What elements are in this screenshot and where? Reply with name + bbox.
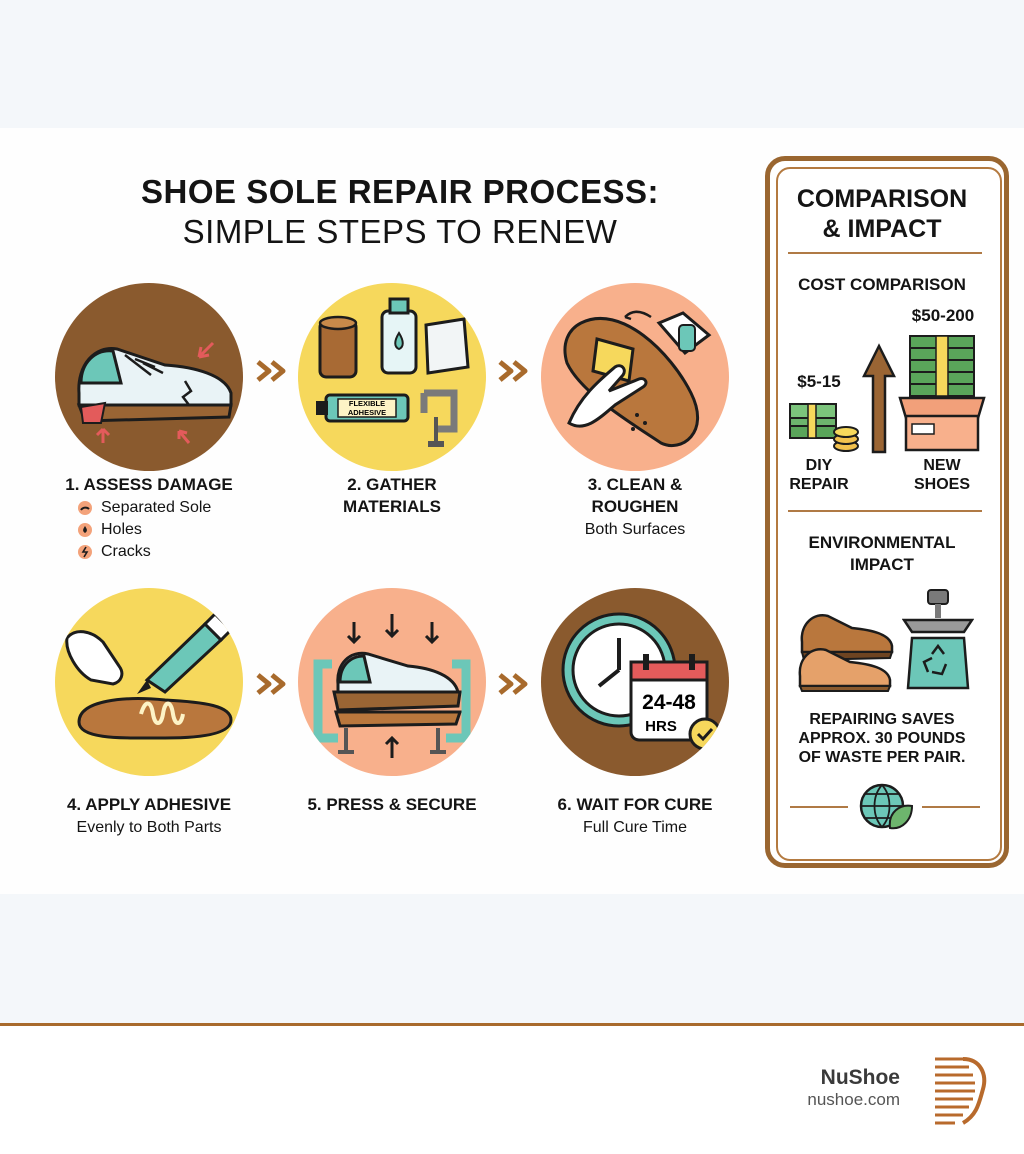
money-stack-box-icon [898, 335, 986, 452]
diy-price: $5-15 [797, 372, 841, 391]
shoes-pair-icon [798, 613, 894, 692]
cash-coins-icon [789, 403, 859, 452]
step-3-label-line-1: 3. CLEAN & [587, 475, 683, 494]
footer-divider [0, 1023, 1024, 1026]
step-4-subtitle: Evenly to Both Parts [76, 819, 222, 836]
calendar-hours-unit: HRS [645, 718, 677, 735]
diy-label: DIY REPAIR [784, 456, 854, 494]
brand-block: NuShoe nushoe.com [807, 1066, 900, 1110]
panel-title-line-2: & IMPACT [822, 215, 942, 243]
step-6-label-line: 6. WAIT FOR CURE [557, 795, 713, 814]
new-shoes-label: NEW SHOES [904, 456, 980, 494]
panel-title: COMPARISON & IMPACT [770, 184, 994, 244]
new-shoes-price: $50-200 [911, 306, 975, 325]
step-2-label-line-2: MATERIALS [343, 497, 441, 516]
panel-title-line-1: COMPARISON [796, 185, 968, 213]
up-arrow-icon [862, 343, 896, 454]
env-statement-line-2: APPROX. 30 POUNDS [798, 730, 966, 747]
footer [0, 1026, 1024, 1154]
scale-recycle-icon [902, 589, 974, 690]
panel-mid-divider [788, 510, 982, 512]
globe-divider-right [922, 806, 980, 808]
bullet-separated-sole: Separated Sole [78, 498, 211, 518]
press-clamp-icon [313, 614, 471, 758]
bullet-holes-text: Holes [101, 521, 142, 538]
step-6-label: 6. WAIT FOR CURE [525, 794, 745, 816]
brand-url[interactable]: nushoe.com [807, 1090, 900, 1109]
clock-calendar-icon: 24-48 HRS [561, 612, 722, 751]
drop-icon [78, 523, 92, 537]
bullet-cracks-text: Cracks [101, 543, 151, 560]
damaged-shoe-icon [76, 341, 233, 444]
globe-leaf-icon [859, 783, 914, 830]
arrow-5-to-6-icon [498, 673, 528, 695]
step-6-illustration: 24-48 HRS [541, 588, 729, 776]
materials-icon: FLEXIBLE ADHESIVE [316, 297, 470, 447]
new-shoes-label-line-2: SHOES [913, 476, 970, 493]
bullet-cracks: Cracks [78, 542, 151, 562]
sole-icon [78, 501, 92, 515]
bullet-separated-sole-text: Separated Sole [101, 499, 212, 516]
new-shoes-label-line-1: NEW [923, 457, 961, 474]
step-3-subtitle: Both Surfaces [584, 521, 686, 538]
clean-sole-icon [563, 310, 712, 448]
env-statement-line-3: OF WASTE PER PAIR. [798, 749, 966, 766]
step-6-subtitle: Full Cure Time [582, 819, 688, 836]
calendar-hours-value: 24-48 [642, 691, 696, 714]
step-3-illustration [541, 283, 729, 471]
step-2-label-line-1: 2. GATHER [347, 475, 437, 494]
env-heading-line-1: ENVIRONMENTAL [808, 533, 956, 552]
diy-label-line-1: DIY [805, 457, 833, 474]
lower-band [0, 894, 1024, 1024]
arrow-2-to-3-icon [498, 360, 528, 382]
env-heading-line-2: IMPACT [850, 555, 914, 574]
globe-divider-left [790, 806, 848, 808]
arrow-4-to-5-icon [256, 673, 286, 695]
infographic-title: SHOE SOLE REPAIR PROCESS: SIMPLE STEPS T… [60, 172, 740, 252]
adhesive-label-line-1: FLEXIBLE [349, 399, 385, 408]
step-4-label: 4. APPLY ADHESIVE [39, 794, 259, 816]
step-3-label: 3. CLEAN & ROUGHEN [525, 474, 745, 518]
env-statement: REPAIRING SAVES APPROX. 30 POUNDS OF WAS… [770, 710, 994, 767]
arrow-1-to-2-icon [256, 360, 286, 382]
step-2-label: 2. GATHER MATERIALS [282, 474, 502, 518]
top-band [0, 0, 1024, 128]
comparison-panel [765, 156, 1009, 868]
brand-name: NuShoe [820, 1066, 900, 1089]
env-heading: ENVIRONMENTAL IMPACT [770, 532, 994, 576]
step-1-illustration [55, 283, 243, 471]
nushoe-logo-icon [935, 1057, 987, 1125]
step-5-illustration [298, 588, 486, 776]
step-4-illustration [55, 588, 243, 776]
title-line-1: SHOE SOLE REPAIR PROCESS: [141, 173, 659, 210]
step-1-label-line: 1. ASSESS DAMAGE [65, 475, 233, 494]
crack-icon [78, 545, 92, 559]
step-4-label-line: 4. APPLY ADHESIVE [66, 795, 232, 814]
bullet-holes: Holes [78, 520, 142, 540]
step-1-label: 1. ASSESS DAMAGE [39, 474, 259, 496]
panel-title-divider [788, 252, 982, 254]
adhesive-label-line-2: ADHESIVE [348, 408, 386, 417]
panel-inner-frame [776, 167, 1002, 861]
diy-label-line-2: REPAIR [789, 476, 849, 493]
step-5-label-line: 5. PRESS & SECURE [307, 795, 477, 814]
title-line-2: SIMPLE STEPS TO RENEW [182, 213, 618, 250]
apply-adhesive-icon [65, 611, 234, 740]
env-statement-line-1: REPAIRING SAVES [809, 711, 955, 728]
cost-heading: COST COMPARISON [798, 275, 966, 294]
step-2-illustration: FLEXIBLE ADHESIVE [298, 283, 486, 471]
step-5-label: 5. PRESS & SECURE [282, 794, 502, 816]
step-3-label-line-2: ROUGHEN [591, 497, 679, 516]
